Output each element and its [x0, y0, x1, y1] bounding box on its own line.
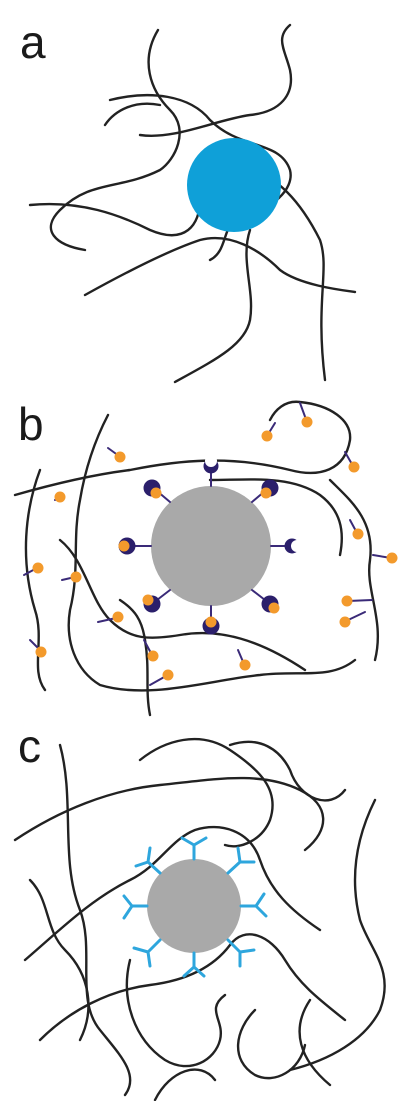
ligand: [299, 402, 313, 428]
receptor: [118, 537, 152, 555]
ligand: [339, 611, 366, 628]
panel-a: a: [20, 16, 357, 384]
receptor: [270, 538, 303, 554]
panel-label-a: a: [20, 16, 46, 68]
crosslinker: [122, 894, 149, 920]
receptor: [142, 589, 171, 613]
ligand: [143, 639, 159, 662]
nanoparticle-c: [147, 859, 241, 953]
ligand: [372, 552, 398, 564]
receptor: [202, 605, 220, 635]
panel-b: b: [13, 398, 398, 717]
ligand: [97, 611, 124, 623]
crosslinker: [180, 836, 208, 861]
ligand: [349, 519, 364, 540]
crosslinker: [134, 846, 162, 875]
receptor: [203, 455, 219, 487]
receptor: [251, 479, 279, 503]
ligand: [344, 451, 360, 473]
polymer-network-c: [13, 737, 386, 1101]
nanoparticle-b: [151, 486, 271, 606]
receptors-dark: [118, 455, 303, 635]
panel-label-c: c: [18, 720, 41, 772]
receptor: [143, 479, 171, 503]
crosslinker: [132, 938, 162, 968]
ligand: [29, 639, 47, 658]
ligands-orange: [23, 402, 398, 686]
crosslinker: [226, 938, 256, 968]
nanoparticle-a: [187, 138, 281, 232]
ligand: [237, 649, 251, 671]
ligand: [54, 491, 66, 503]
crosslinkers-cyan: [122, 836, 268, 978]
receptor: [251, 589, 280, 614]
ligand: [107, 447, 126, 463]
ligand: [149, 669, 174, 686]
crosslinker: [226, 846, 256, 875]
ligand: [261, 422, 276, 442]
ligand: [23, 562, 44, 576]
panel-c: c: [13, 720, 386, 1101]
panel-label-b: b: [18, 398, 44, 450]
ligand: [61, 571, 82, 583]
crosslinker: [239, 892, 268, 918]
crosslinker: [182, 951, 206, 978]
ligand: [341, 595, 373, 607]
